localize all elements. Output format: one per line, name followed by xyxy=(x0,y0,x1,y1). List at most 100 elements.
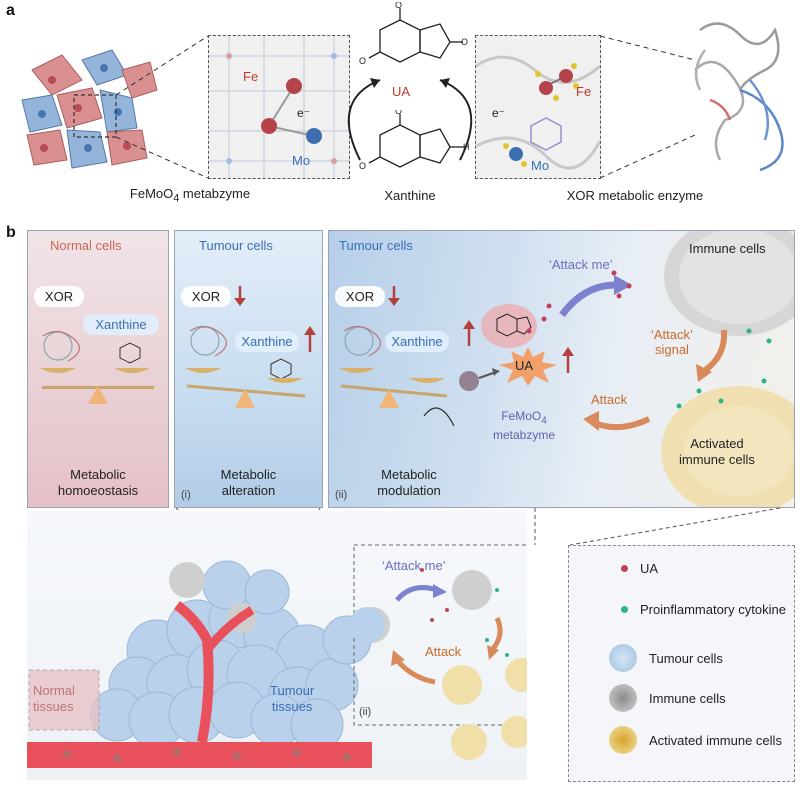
tilted-scale-icon xyxy=(185,325,306,408)
tumour-cell-icon xyxy=(609,644,637,672)
svg-text:O: O xyxy=(395,2,402,10)
tumour-tissues-line2: tissues xyxy=(271,699,313,714)
xor-active-site-zoom: Fe Mo e⁻ xyxy=(475,35,601,179)
femoo4-caption-main: FeMoO xyxy=(129,186,174,201)
femoo4-caption-suffix: metabzyme xyxy=(179,186,251,201)
xanthine-pill-modulation: Xanthine xyxy=(385,331,449,352)
ua-label: UA xyxy=(392,84,411,99)
normal-tissues-label: Normal tissues xyxy=(33,683,75,715)
femoo4-active-site-zoom: Fe Mo e⁻ xyxy=(208,35,350,179)
xor-pill-modulation: XOR xyxy=(335,286,385,307)
normal-bottom-text: Metabolic homoeostasis xyxy=(28,467,168,499)
tumour-tissues-label: Tumour tissues xyxy=(270,683,314,715)
panel-a-zoom-lines xyxy=(115,35,696,179)
activated-immune-cell-icon xyxy=(609,726,637,754)
immune-cell-icon xyxy=(609,684,637,712)
tumour-cells-title-2: Tumour cells xyxy=(339,238,413,253)
xor-pill-tumour: XOR xyxy=(181,286,231,307)
electron-label-left: e⁻ xyxy=(297,106,311,120)
activated-line2: immune cells xyxy=(679,452,755,467)
normal-tissues-line1: Normal xyxy=(33,683,75,698)
ua-up-arrow-icon xyxy=(562,347,574,373)
attack-signal-line1: ‘Attack’ xyxy=(651,327,693,342)
xanthine-up-arrow-icon-2 xyxy=(463,320,475,346)
femoo4-metabzyme-main: FeMoO xyxy=(501,409,542,423)
svg-text:O: O xyxy=(359,161,366,171)
attack-label: Attack xyxy=(591,392,628,407)
activated-immune-cell-large xyxy=(661,386,794,507)
inset-roman-ii-label: (ii) xyxy=(359,706,372,718)
xor-protein-structure xyxy=(694,22,784,172)
modulation-bottom-line2: modulation xyxy=(377,483,441,498)
activated-line1: Activated xyxy=(690,436,744,451)
fe-atom-label-right: Fe xyxy=(576,84,592,99)
xor-pill-normal: XOR xyxy=(34,286,84,307)
normal-bottom-line2: homoeostasis xyxy=(57,483,139,498)
femoo4-metabzyme-suffix: metabzyme xyxy=(492,428,556,443)
balanced-scale-icon xyxy=(40,330,154,404)
legend-activated-immune-cells: Activated immune cells xyxy=(609,726,782,754)
attack-me-arrow-icon xyxy=(559,275,632,318)
tumour-cells-title: Tumour cells xyxy=(199,238,273,253)
xanthine-pill-normal: Xanthine xyxy=(83,314,159,335)
attack-signal-line2: signal xyxy=(654,342,689,357)
cytokine-dots-cluster xyxy=(676,328,772,409)
femoo4-caption-subscript: 4 xyxy=(173,192,180,205)
activated-immune-label: Activated immune cells xyxy=(679,436,755,468)
xor-down-arrow-icon xyxy=(234,286,246,306)
legend-cytokine-label: Proinflammatory cytokine xyxy=(640,602,786,617)
attack-me-label: ‘Attack me’ xyxy=(549,257,613,272)
legend-immune-cells-label: Immune cells xyxy=(649,690,726,706)
metabolic-modulation-panel: Tumour cells XOR Xanthine UA FeMoO4 meta… xyxy=(328,230,795,508)
xanthine-caption: Xanthine xyxy=(384,188,436,203)
ua-burst-icon xyxy=(499,347,557,386)
attack-signal-label: ‘Attack’ signal xyxy=(651,327,693,357)
xor-active-site-diagram xyxy=(476,55,600,170)
legend-cytokine: Proinflammatory cytokine xyxy=(621,602,786,617)
immune-cell-large xyxy=(664,231,794,336)
tumour-bottom-line1: Metabolic xyxy=(220,467,277,482)
xor-down-arrow-icon-2 xyxy=(388,286,400,306)
inset-attack-me-label: ‘Attack me’ xyxy=(382,558,446,573)
roman-i-label: (i) xyxy=(181,489,191,501)
modulation-bottom-line1: Metabolic xyxy=(381,467,437,482)
modulation-scale-icon xyxy=(339,325,500,426)
ua-dot-icon xyxy=(621,565,628,572)
tumour-bottom-text: Metabolic alteration xyxy=(175,467,322,499)
attack-arrow-icon xyxy=(583,411,651,431)
tissue-scene xyxy=(27,544,539,768)
tumour-tissues-line1: Tumour xyxy=(270,683,315,698)
normal-cells-title: Normal cells xyxy=(50,238,122,253)
mo-atom-label: Mo xyxy=(292,153,311,168)
femoo4-caption: FeMoO4 metabzyme xyxy=(105,186,275,205)
xanthine-pill-tumour: Xanthine xyxy=(235,331,299,352)
ua-burst-label: UA xyxy=(515,358,534,373)
modulation-bottom-text: Metabolic modulation xyxy=(359,467,459,499)
reaction-arrows xyxy=(347,78,473,161)
xanthine-up-arrow-icon xyxy=(304,326,316,352)
legend-box: UA Proinflammatory cytokine Tumour cells… xyxy=(568,545,795,782)
attack-signal-arrow-icon xyxy=(696,329,728,382)
panel-b-label: b xyxy=(6,224,16,241)
tumour-cells-panel: Tumour cells XOR Xanthine (i) Metabolic … xyxy=(174,230,323,508)
tissue-illustration: Normal tissues Tumour tissues ‘Attack me… xyxy=(27,510,539,780)
mo-atom-label-right: Mo xyxy=(531,158,550,173)
normal-bottom-line1: Metabolic xyxy=(70,467,126,482)
electron-label-right: e⁻ xyxy=(492,106,506,120)
cytokine-dot-icon xyxy=(621,606,628,613)
immune-cells-label: Immune cells xyxy=(689,241,766,256)
legend-tumour-cells: Tumour cells xyxy=(609,644,723,672)
femoo4-metabzyme-label: FeMoO4 metabzyme xyxy=(484,409,564,443)
svg-text:O: O xyxy=(395,110,402,116)
femoo4-active-site-diagram xyxy=(209,36,349,178)
panel-a-label: a xyxy=(6,2,15,19)
legend-tumour-cells-label: Tumour cells xyxy=(649,650,723,666)
svg-text:O: O xyxy=(359,56,366,66)
fe-atom-label: Fe xyxy=(243,69,259,84)
inset-attack-label: Attack xyxy=(425,644,462,659)
xor-enzyme-caption: XOR metabolic enzyme xyxy=(566,188,704,203)
femoo4-metabzyme-subscript: 4 xyxy=(541,415,547,427)
normal-tissues-line2: tissues xyxy=(33,699,74,714)
femoo4-crystal-lattice xyxy=(21,49,158,169)
normal-cells-panel: Normal cells XOR Xanthine Metabolic homo… xyxy=(27,230,169,508)
